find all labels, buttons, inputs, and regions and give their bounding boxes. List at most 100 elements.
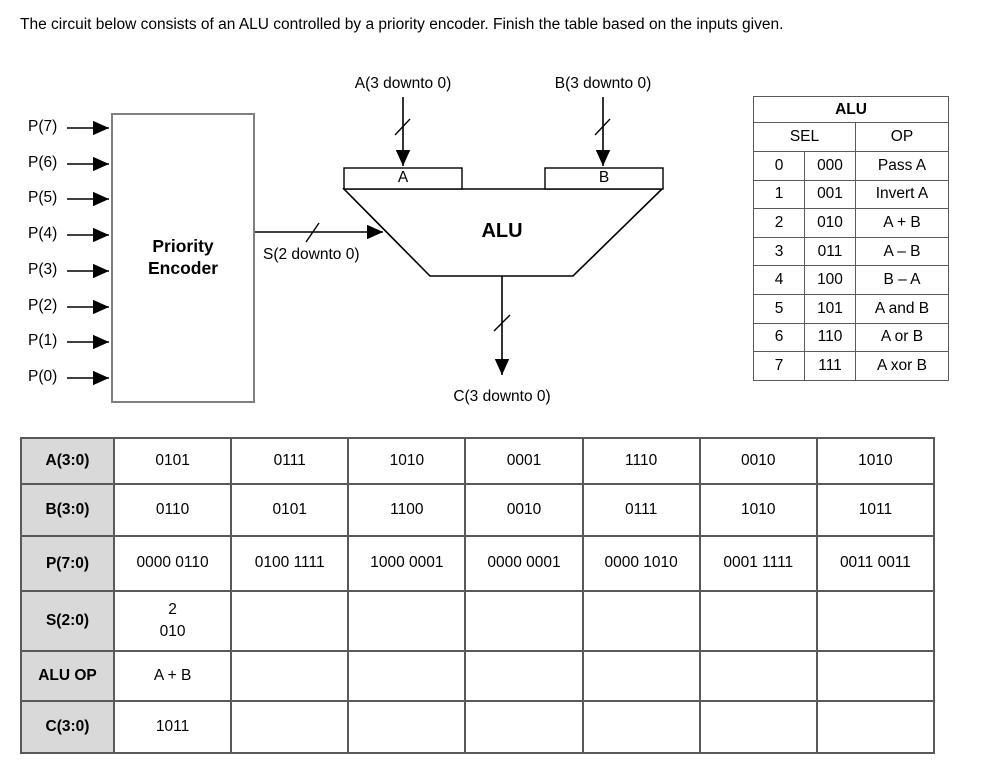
p4-label: P(4) — [28, 225, 58, 242]
p2-label: P(2) — [28, 297, 58, 314]
op-cell: Invert A — [855, 179, 949, 210]
sel-bin-cell: 100 — [804, 265, 856, 295]
p-value-cell: 0000 0001 — [464, 535, 584, 592]
p-value-cell: 0000 1010 — [581, 535, 701, 592]
s-value-cell — [698, 590, 818, 652]
a-port-label: A — [397, 169, 409, 186]
alu-table-row: 7 111 A xor B — [753, 351, 949, 381]
bus-slash-marks — [305, 118, 611, 332]
p5-label: P(5) — [28, 189, 58, 206]
circuit-diagram — [67, 97, 664, 386]
op-cell: A + B — [855, 208, 949, 238]
s-value-cell — [464, 590, 584, 652]
alu-op-reference-table: ALU SEL OP 0 000 Pass A 1 001 Invert A 2… — [753, 96, 949, 381]
alu-table-title: ALU — [753, 96, 949, 123]
b-value-cell: 0010 — [464, 483, 584, 537]
priority-encoder-block: Priority Encoder — [111, 113, 255, 403]
aluop-value-cell — [698, 650, 818, 702]
bus-wires — [255, 97, 611, 375]
b-port-box — [544, 167, 664, 190]
b-value-cell: 1100 — [347, 483, 467, 537]
s-bus-slash — [305, 222, 320, 243]
a-port-box — [343, 167, 463, 190]
alu-block-label: ALU — [481, 220, 523, 242]
table-row-s: S(2:0) 2 010 — [20, 590, 936, 652]
row-header-c: C(3:0) — [20, 700, 115, 754]
p-value-cell: 0100 1111 — [230, 535, 350, 592]
c-value-cell — [464, 700, 584, 754]
sel-dec-cell: 6 — [753, 322, 805, 353]
b-bus-slash — [594, 118, 611, 136]
sel-bin-cell: 000 — [804, 151, 856, 181]
c-value-cell — [698, 700, 818, 754]
c-value-cell — [581, 700, 701, 754]
priority-encoder-label: Priority Encoder — [147, 236, 219, 278]
s-value-cell — [815, 590, 936, 652]
op-cell: B – A — [855, 265, 949, 295]
alu-table-row: 2 010 A + B — [753, 208, 949, 238]
row-header-s: S(2:0) — [20, 590, 115, 652]
c-value-cell: 1011 — [112, 700, 233, 754]
p3-label: P(3) — [28, 261, 58, 278]
page-title: The circuit below consists of an ALU con… — [20, 16, 784, 33]
sel-dec-cell: 3 — [753, 236, 805, 267]
c-bus-label: C(3 downto 0) — [453, 388, 551, 405]
alu-table-sel-header: SEL — [753, 122, 856, 152]
sel-bin-cell: 111 — [804, 351, 856, 381]
sel-dec-cell: 1 — [753, 179, 805, 210]
p7-label: P(7) — [28, 118, 58, 135]
a-bus-label: A(3 downto 0) — [354, 75, 452, 92]
table-row-a: A(3:0) 0101 0111 1010 0001 1110 0010 101… — [20, 437, 936, 485]
a-value-cell: 0010 — [698, 437, 818, 485]
p-value-cell: 1000 0001 — [347, 535, 467, 592]
p-value-cell: 0000 0110 — [112, 535, 233, 592]
a-value-cell: 0001 — [464, 437, 584, 485]
b-value-cell: 0111 — [581, 483, 701, 537]
s-value-cell — [230, 590, 350, 652]
a-value-cell: 1010 — [815, 437, 936, 485]
table-row-p: P(7:0) 0000 0110 0100 1111 1000 0001 000… — [20, 535, 936, 592]
op-cell: A and B — [855, 293, 949, 324]
p-value-cell: 0001 1111 — [698, 535, 818, 592]
aluop-value-cell — [464, 650, 584, 702]
b-value-cell: 1010 — [698, 483, 818, 537]
s-value-cell: 2 010 — [112, 590, 233, 652]
a-value-cell: 0101 — [112, 437, 233, 485]
s-bus-label: S(2 downto 0) — [263, 246, 360, 263]
alu-table-row: 4 100 B – A — [753, 265, 949, 295]
op-cell: A or B — [855, 322, 949, 353]
s-value-cell — [581, 590, 701, 652]
sel-dec-cell: 5 — [753, 293, 805, 324]
alu-table-op-header: OP — [855, 122, 949, 152]
p1-label: P(1) — [28, 332, 58, 349]
row-header-p: P(7:0) — [20, 535, 115, 592]
row-header-a: A(3:0) — [20, 437, 115, 485]
alu-table-row: 3 011 A – B — [753, 236, 949, 267]
sel-dec-cell: 0 — [753, 151, 805, 181]
op-cell: A – B — [855, 236, 949, 267]
b-value-cell: 0110 — [112, 483, 233, 537]
alu-table-row: 5 101 A and B — [753, 293, 949, 324]
p0-label: P(0) — [28, 368, 58, 385]
c-value-cell — [815, 700, 936, 754]
a-bus-slash — [394, 118, 411, 136]
table-row-aluop: ALU OP A + B — [20, 650, 936, 702]
a-value-cell: 1110 — [581, 437, 701, 485]
b-value-cell: 0101 — [230, 483, 350, 537]
aluop-value-cell — [581, 650, 701, 702]
s-value-cell — [347, 590, 467, 652]
op-cell: A xor B — [855, 351, 949, 381]
p-input-arrows — [67, 120, 109, 386]
c-value-cell — [230, 700, 350, 754]
p-value-cell: 0011 0011 — [815, 535, 936, 592]
table-row-c: C(3:0) 1011 — [20, 700, 936, 754]
aluop-value-cell — [347, 650, 467, 702]
sel-dec-cell: 4 — [753, 265, 805, 295]
b-bus-label: B(3 downto 0) — [554, 75, 652, 92]
exercise-table: A(3:0) 0101 0111 1010 0001 1110 0010 101… — [20, 437, 936, 754]
sel-bin-cell: 011 — [804, 236, 856, 267]
b-port-label: B — [598, 169, 610, 186]
sel-dec-cell: 7 — [753, 351, 805, 381]
c-bus-slash — [493, 314, 511, 332]
